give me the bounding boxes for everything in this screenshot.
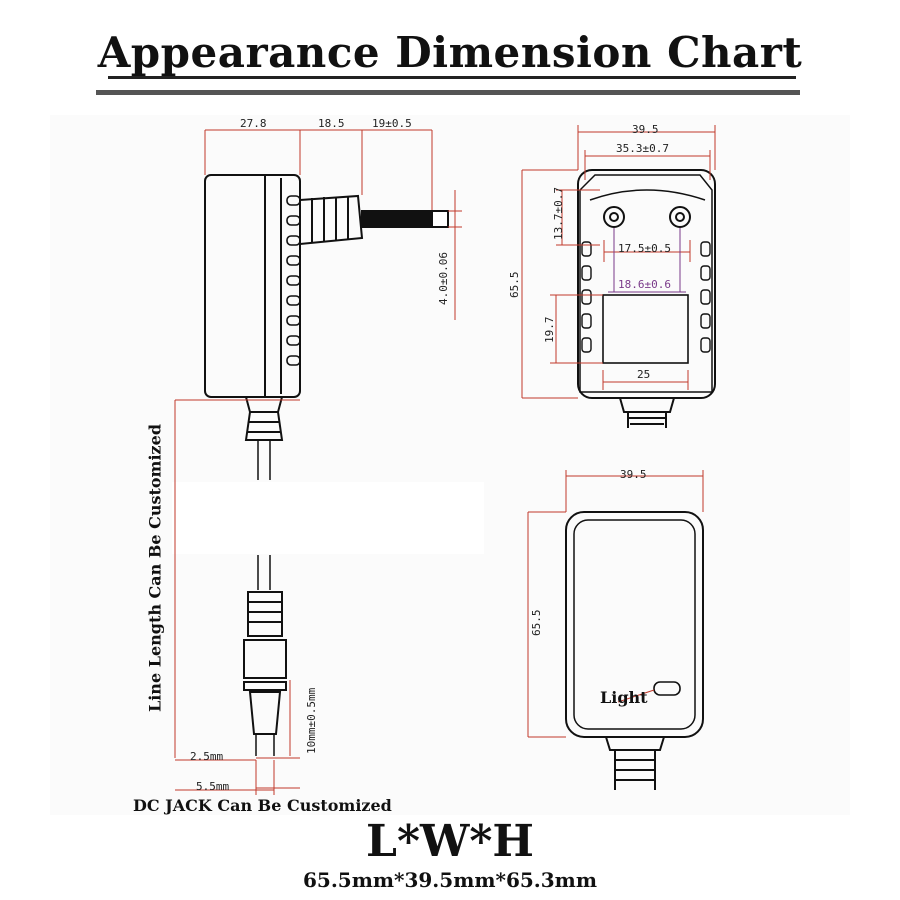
- dim-pin-gap: 17.5±0.5: [618, 242, 671, 255]
- dim-front-height: 65.5: [508, 272, 521, 299]
- dim-pin-height: 13.7±0.7: [552, 187, 565, 240]
- front-view-dimension-lines: [521, 125, 716, 399]
- dim-front-inner: 35.3±0.7: [616, 142, 669, 155]
- lwh-dimensions: 65.5mm*39.5mm*65.3mm: [302, 868, 598, 892]
- title-divider: [96, 90, 800, 95]
- dim-back-width: 39.5: [620, 468, 647, 481]
- drawing-background: [50, 115, 850, 815]
- dim-neck-length: 18.5: [318, 117, 345, 130]
- front-view-drawing: [577, 169, 716, 428]
- line-length-note-text: Line Length Can Be Customized: [145, 423, 165, 713]
- back-view-dimension-lines: [527, 470, 704, 738]
- side-view-drawing: [204, 174, 449, 756]
- side-view-dimension-lines: [174, 129, 462, 795]
- title-underline: [108, 76, 796, 79]
- dim-back-height: 65.5: [530, 610, 543, 637]
- dc-jack-note: DC JACK Can Be Customized: [133, 796, 392, 815]
- dim-jack-outer: 5.5mm: [196, 780, 229, 793]
- dim-body-length: 27.8: [240, 117, 267, 130]
- light-indicator-label: Light: [600, 688, 648, 707]
- drawing-gap-panel: [172, 482, 484, 554]
- dim-window-width: 25: [637, 368, 650, 381]
- dim-pin-diameter: 4.0±0.06: [437, 252, 450, 305]
- page-title: Appearance Dimension Chart: [97, 28, 803, 77]
- lwh-label: L*W*H: [366, 816, 534, 867]
- dim-front-width: 39.5: [632, 123, 659, 136]
- dim-pin-outer: 18.6±0.6: [618, 278, 671, 291]
- dim-jack-tip: 10mm±0.5mm: [305, 687, 318, 754]
- dim-front-lower: 19.7: [543, 317, 556, 344]
- dim-jack-inner: 2.5mm: [190, 750, 223, 763]
- front-view-pin-dimension: [608, 228, 686, 293]
- back-view-drawing: [565, 511, 704, 790]
- dim-pin-length: 19±0.5: [372, 117, 412, 130]
